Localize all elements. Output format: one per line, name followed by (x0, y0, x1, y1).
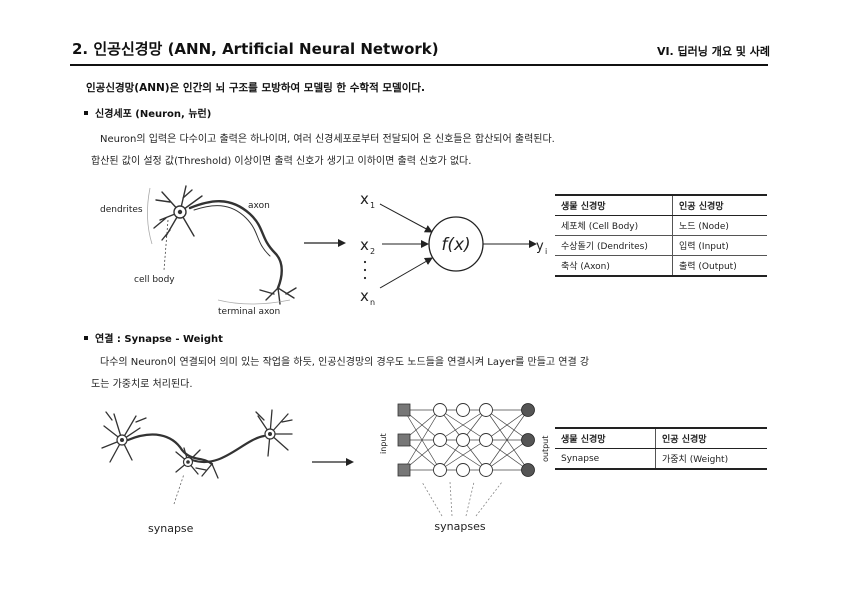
input-x2-subscript: 2 (370, 247, 375, 256)
table-row: Synapse 가중치 (Weight) (555, 448, 767, 470)
right-arrow-icon (304, 239, 346, 247)
table-cell: 노드 (Node) (672, 215, 767, 236)
table-cell: 가중치 (Weight) (655, 448, 767, 470)
biological-neuron-figure: dendrites axon cell body terminal axon (100, 185, 297, 317)
output-y-label: y (536, 239, 544, 254)
neuron-description-line1: Neuron의 입력은 다수이고 출력은 하나이며, 여러 신경세포로부터 전달… (100, 134, 555, 145)
table-cell: 축삭 (Axon) (555, 255, 673, 277)
table-cell: 출력 (Output) (672, 255, 767, 277)
label-dendrites: dendrites (100, 205, 143, 215)
label-synapse: synapse (148, 522, 194, 535)
table-row: 축삭 (Axon) 출력 (Output) (555, 255, 767, 277)
page-title: 2. 인공신경망 (ANN, Artificial Neural Network… (72, 40, 439, 58)
input-x1-subscript: 1 (370, 201, 375, 210)
table-header-row: 생물 신경망 인공 신경망 (555, 427, 767, 449)
neuron-comparison-table: 생물 신경망 인공 신경망 세포체 (Cell Body) 노드 (Node) … (555, 194, 767, 277)
label-output-layer: output (541, 436, 550, 462)
section-neuron-title: 신경세포 (Neuron, 뉴런) (95, 109, 212, 120)
table-header-cell: 인공 신경망 (672, 194, 767, 216)
neuron-description-line2: 합산된 값이 설정 값(Threshold) 이상이면 출력 신호가 생기고 이… (91, 156, 472, 167)
header-divider (70, 64, 768, 66)
synapse-description-line1: 다수의 Neuron이 연결되어 의미 있는 작업을 하듯, 인공신경망의 경우… (100, 357, 590, 368)
activation-function-label: f(x) (441, 235, 470, 255)
section-neuron-heading: 신경세포 (Neuron, 뉴런) (84, 105, 211, 120)
table-cell: 세포체 (Cell Body) (555, 215, 673, 236)
bullet-square-icon (84, 111, 88, 115)
label-axon: axon (248, 201, 270, 211)
input-x1-label: x (360, 190, 369, 208)
table-cell: 입력 (Input) (672, 235, 767, 256)
bullet-square-icon (84, 336, 88, 340)
label-terminal-axon: terminal axon (218, 307, 280, 317)
synapse-description-line2: 도는 가중치로 처리된다. (91, 379, 193, 390)
input-xn-subscript: n (370, 298, 375, 307)
synapse-comparison-table: 생물 신경망 인공 신경망 Synapse 가중치 (Weight) (555, 427, 767, 470)
table-header-row: 생물 신경망 인공 신경망 (555, 194, 767, 216)
table-header-cell: 인공 신경망 (655, 427, 767, 449)
table-header-cell: 생물 신경망 (555, 194, 673, 216)
synapse-neurons-figure: synapse (101, 409, 293, 535)
right-arrow-icon (312, 458, 354, 466)
output-y-subscript: i (545, 247, 547, 256)
chapter-label: VI. 딥러닝 개요 및 사례 (656, 45, 770, 58)
table-header-cell: 생물 신경망 (555, 427, 656, 449)
section-synapse-title: 연결 : Synapse - Weight (95, 334, 223, 345)
section-synapse-heading: 연결 : Synapse - Weight (84, 330, 223, 345)
table-row: 세포체 (Cell Body) 노드 (Node) (555, 215, 767, 236)
perceptron-figure: x 1 x 2 x n f(x) y i (360, 190, 547, 307)
input-xn-label: x (360, 287, 369, 305)
label-synapses: synapses (434, 520, 485, 533)
intro-statement: 인공신경망(ANN)은 인간의 뇌 구조를 모방하여 모델링 한 수학적 모델이… (86, 82, 426, 94)
input-x2-label: x (360, 236, 369, 254)
table-cell: Synapse (555, 448, 656, 470)
table-cell: 수상돌기 (Dendrites) (555, 235, 673, 256)
table-row: 수상돌기 (Dendrites) 입력 (Input) (555, 235, 767, 256)
label-cell-body: cell body (134, 275, 175, 285)
neural-network-figure: input output synapses (379, 403, 550, 533)
label-input-layer: input (379, 433, 388, 454)
